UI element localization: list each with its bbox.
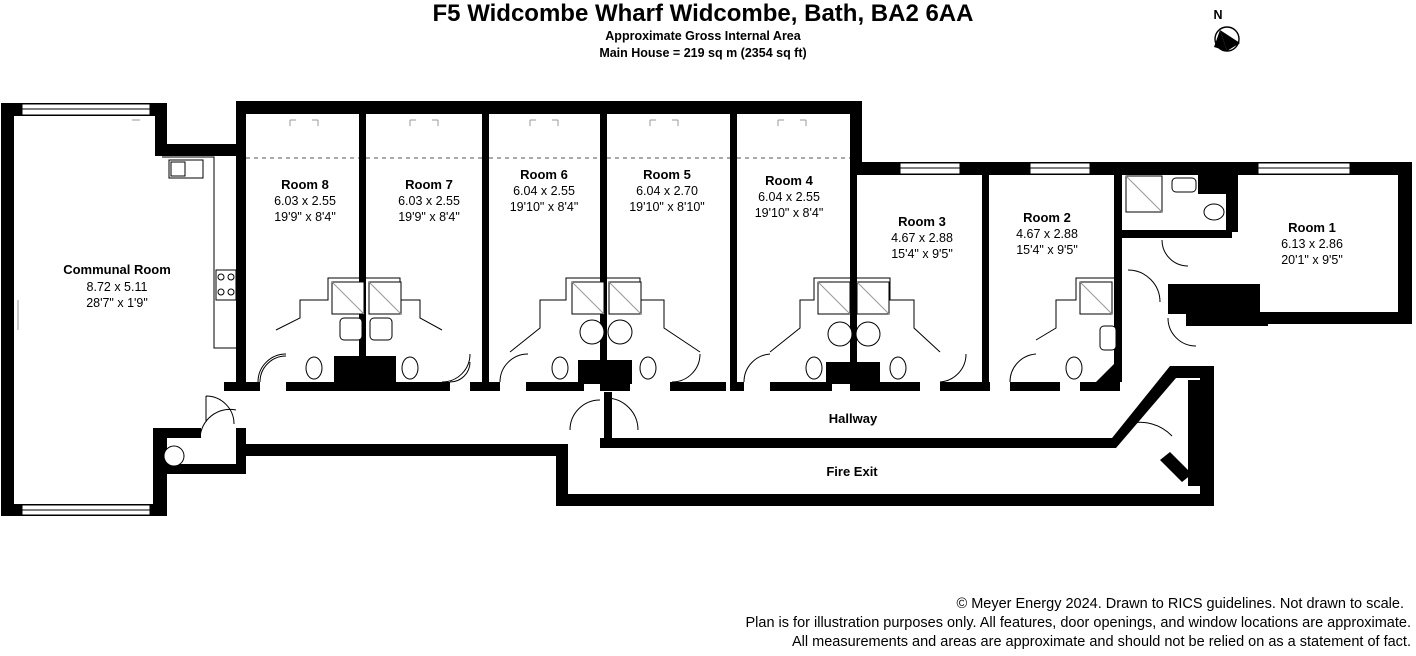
svg-text:Communal Room: Communal Room [63, 262, 171, 277]
room-label-7: Room 7 6.03 x 2.55 19'9" x 8'4" [398, 177, 460, 224]
svg-text:4.67 x 2.88: 4.67 x 2.88 [891, 231, 953, 245]
svg-text:6.03 x 2.55: 6.03 x 2.55 [274, 194, 336, 208]
ensuite-room-1 [1125, 175, 1225, 347]
room-label-1: Room 1 6.13 x 2.86 20'1" x 9'5" [1281, 220, 1343, 267]
room-doors [259, 355, 1173, 437]
compass-label: N [1213, 8, 1222, 22]
svg-text:19'9" x 8'4": 19'9" x 8'4" [398, 210, 460, 224]
svg-text:6.03 x 2.55: 6.03 x 2.55 [398, 194, 460, 208]
svg-text:19'9" x 8'4": 19'9" x 8'4" [274, 210, 336, 224]
svg-text:Room 4: Room 4 [765, 173, 813, 188]
svg-text:Room 5: Room 5 [643, 167, 691, 182]
ensuite-rooms-4-3 [743, 277, 967, 384]
room-label-6: Room 6 6.04 x 2.55 19'10" x 8'4" [510, 167, 579, 214]
svg-text:6.04 x 2.70: 6.04 x 2.70 [636, 184, 698, 198]
svg-text:8.72 x 5.11: 8.72 x 5.11 [87, 280, 148, 294]
communal-room-walls [1, 101, 246, 516]
measurement-disclaimer: All measurements and areas are approxima… [792, 634, 1411, 650]
disclaimer: © Meyer Energy 2024. Drawn to RICS guide… [746, 596, 1412, 650]
room-labels: Communal Room 8.72 x 5.11 28'7" x 1'9" R… [63, 167, 1343, 479]
main-block-walls [224, 101, 1412, 391]
svg-text:19'10" x 8'10": 19'10" x 8'10" [629, 200, 705, 214]
svg-text:15'4" x 9'5": 15'4" x 9'5" [1016, 243, 1078, 257]
svg-text:19'10" x 8'4": 19'10" x 8'4" [510, 200, 579, 214]
ensuite-rooms-8-7 [257, 277, 471, 384]
svg-text:6.13 x 2.86: 6.13 x 2.86 [1281, 237, 1343, 251]
svg-text:Room 7: Room 7 [405, 177, 453, 192]
room-label-3: Room 3 4.67 x 2.88 15'4" x 9'5" [891, 214, 953, 261]
svg-text:6.04 x 2.55: 6.04 x 2.55 [513, 184, 575, 198]
svg-text:20'1" x 9'5": 20'1" x 9'5" [1281, 253, 1343, 267]
svg-text:Room 2: Room 2 [1023, 210, 1071, 225]
skylight-markings [246, 119, 850, 159]
hallway-label: Hallway [829, 411, 878, 426]
room-label-5: Room 5 6.04 x 2.70 19'10" x 8'10" [629, 167, 705, 214]
ensuite-room-2 [1009, 277, 1122, 383]
gross-area: Main House = 219 sq m (2354 sq ft) [599, 46, 806, 60]
room-label-communal: Communal Room 8.72 x 5.11 28'7" x 1'9" [63, 262, 171, 310]
windows [899, 162, 1351, 175]
svg-text:4.67 x 2.88: 4.67 x 2.88 [1016, 227, 1078, 241]
svg-text:Room 1: Room 1 [1288, 220, 1336, 235]
hallway-walls [246, 366, 1214, 506]
svg-text:Room 8: Room 8 [281, 177, 329, 192]
room-label-8: Room 8 6.03 x 2.55 19'9" x 8'4" [274, 177, 336, 224]
svg-text:6.04 x 2.55: 6.04 x 2.55 [758, 190, 820, 204]
svg-text:Room 3: Room 3 [898, 214, 946, 229]
fire-exit-label: Fire Exit [826, 464, 878, 479]
ensuite-rooms-6-5 [499, 277, 701, 384]
page-title: F5 Widcombe Wharf Widcombe, Bath, BA2 6A… [433, 0, 974, 27]
svg-text:28'7" x 1'9": 28'7" x 1'9" [86, 296, 148, 310]
copyright-line: © Meyer Energy 2024. Drawn to RICS guide… [956, 596, 1404, 612]
illustration-disclaimer: Plan is for illustration purposes only. … [746, 615, 1412, 631]
svg-text:15'4" x 9'5": 15'4" x 9'5" [891, 247, 953, 261]
room-label-4: Room 4 6.04 x 2.55 19'10" x 8'4" [755, 173, 824, 220]
north-arrow-icon: N [1213, 8, 1240, 52]
room-label-2: Room 2 4.67 x 2.88 15'4" x 9'5" [1016, 210, 1078, 257]
svg-text:Room 6: Room 6 [520, 167, 568, 182]
svg-text:19'10" x 8'4": 19'10" x 8'4" [755, 206, 824, 220]
area-subtitle: Approximate Gross Internal Area [605, 29, 801, 43]
